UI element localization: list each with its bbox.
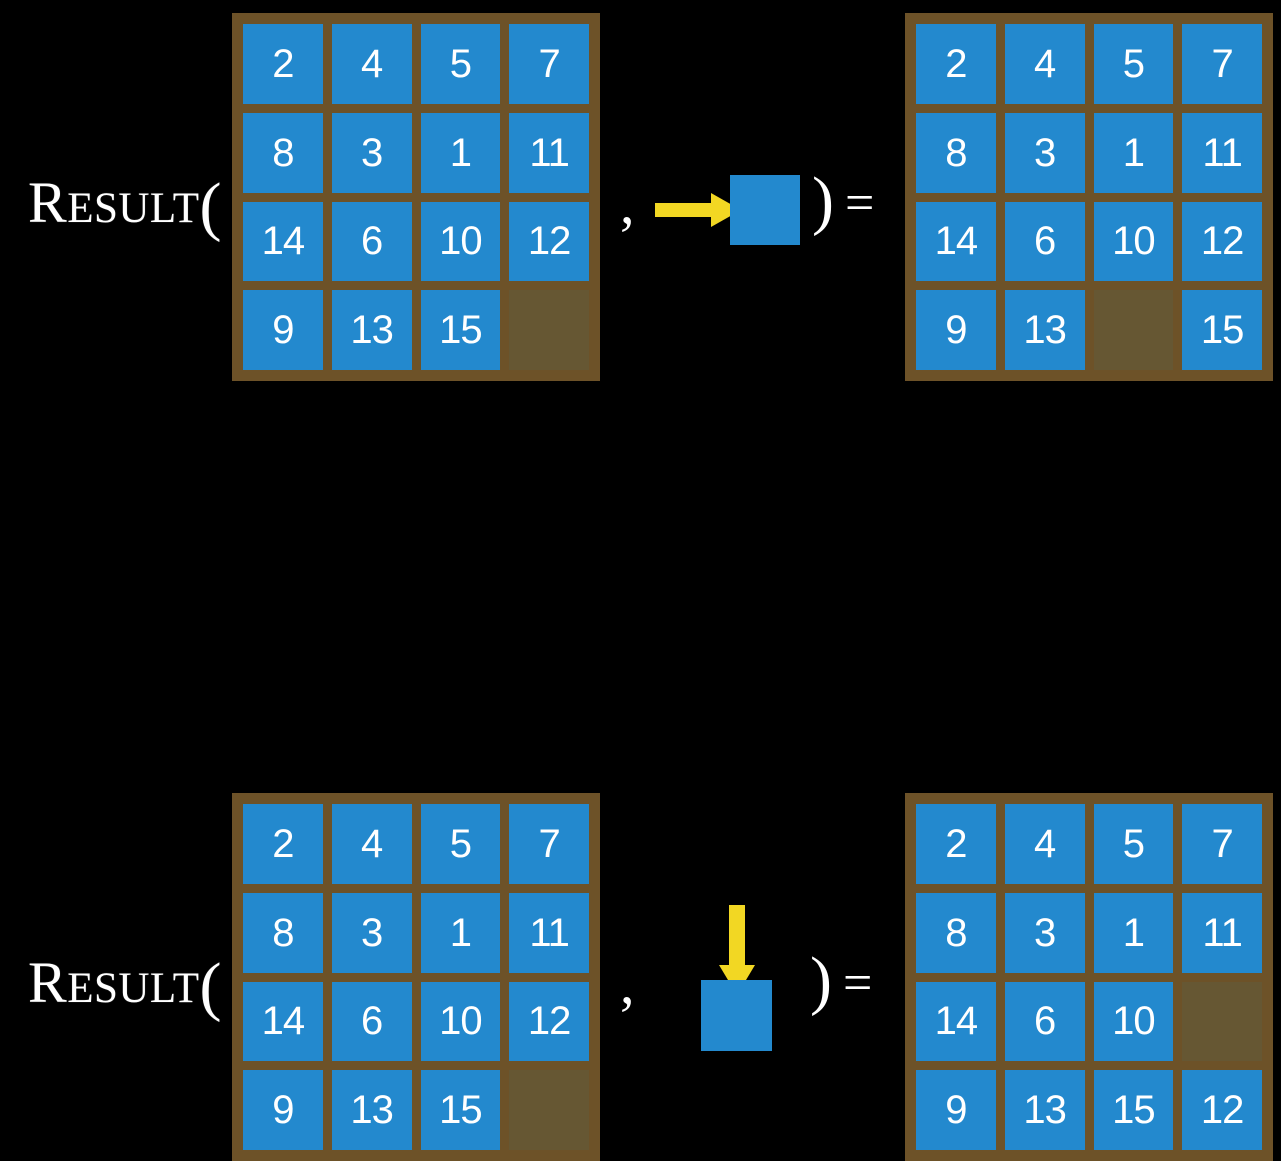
puzzle-grid-output-bottom: 2 4 5 7 8 3 1 11 14 6 10 9 13 15 12 <box>916 804 1262 1150</box>
puzzle-tile[interactable]: 9 <box>243 1070 323 1150</box>
puzzle-tile[interactable]: 9 <box>243 290 323 370</box>
puzzle-tile[interactable]: 12 <box>1182 201 1262 282</box>
puzzle-tile-empty[interactable] <box>509 290 589 370</box>
puzzle-tile[interactable]: 5 <box>420 804 501 884</box>
puzzle-tile[interactable]: 13 <box>1004 290 1085 370</box>
puzzle-grid-output-top: 2 4 5 7 8 3 1 11 14 6 10 12 9 13 15 <box>916 24 1262 370</box>
puzzle-tile[interactable]: 11 <box>509 112 589 193</box>
equation-row-slide-down: RESULT( 2 4 5 7 8 3 1 11 14 6 10 12 9 13… <box>0 390 1281 1161</box>
puzzle-tile[interactable]: 3 <box>331 892 412 973</box>
move-operand-square-bottom[interactable] <box>701 980 772 1051</box>
puzzle-tile[interactable]: 8 <box>916 112 996 193</box>
result-label-cap-bottom: R <box>28 950 68 1015</box>
puzzle-board-input-bottom: 2 4 5 7 8 3 1 11 14 6 10 12 9 13 15 <box>232 793 600 1161</box>
puzzle-tile[interactable]: 12 <box>509 981 589 1062</box>
puzzle-tile[interactable]: 10 <box>420 981 501 1062</box>
puzzle-tile[interactable]: 5 <box>420 24 501 104</box>
puzzle-tile[interactable]: 4 <box>1004 24 1085 104</box>
puzzle-tile[interactable]: 8 <box>243 112 323 193</box>
puzzle-tile[interactable]: 7 <box>509 804 589 884</box>
result-label-smallcaps-top: ESULT <box>67 185 200 232</box>
puzzle-grid-input-bottom: 2 4 5 7 8 3 1 11 14 6 10 12 9 13 15 <box>243 804 589 1150</box>
puzzle-tile[interactable]: 5 <box>1093 24 1174 104</box>
puzzle-tile[interactable]: 13 <box>331 290 412 370</box>
equation-row-slide-right: RESULT( 2 4 5 7 8 3 1 11 14 6 10 12 9 13… <box>0 0 1281 390</box>
puzzle-tile[interactable]: 11 <box>1182 892 1262 973</box>
open-paren-bottom: ( <box>199 950 222 1023</box>
puzzle-tile[interactable]: 5 <box>1093 804 1174 884</box>
close-paren-top: ) <box>812 164 834 237</box>
puzzle-tile[interactable]: 3 <box>331 112 412 193</box>
puzzle-tile[interactable]: 2 <box>916 24 996 104</box>
puzzle-tile[interactable]: 7 <box>1182 24 1262 104</box>
puzzle-tile[interactable]: 15 <box>1093 1070 1174 1150</box>
puzzle-tile[interactable]: 10 <box>1093 981 1174 1062</box>
puzzle-tile[interactable]: 2 <box>243 804 323 884</box>
puzzle-tile[interactable]: 8 <box>916 892 996 973</box>
puzzle-tile[interactable]: 1 <box>1093 112 1174 193</box>
result-function-label-top: RESULT( <box>28 168 222 240</box>
puzzle-tile[interactable]: 14 <box>916 201 996 282</box>
puzzle-grid-input-top: 2 4 5 7 8 3 1 11 14 6 10 12 9 13 15 <box>243 24 589 370</box>
puzzle-tile[interactable]: 14 <box>243 981 323 1062</box>
puzzle-tile[interactable]: 7 <box>1182 804 1262 884</box>
puzzle-tile[interactable]: 9 <box>916 290 996 370</box>
argument-separator-comma-top: , <box>620 171 635 236</box>
puzzle-board-output-top: 2 4 5 7 8 3 1 11 14 6 10 12 9 13 15 <box>905 13 1273 381</box>
arrow-right-icon <box>655 193 741 227</box>
puzzle-tile[interactable]: 6 <box>331 201 412 282</box>
puzzle-tile[interactable]: 1 <box>420 892 501 973</box>
puzzle-board-output-bottom: 2 4 5 7 8 3 1 11 14 6 10 9 13 15 12 <box>905 793 1273 1161</box>
puzzle-board-input-top: 2 4 5 7 8 3 1 11 14 6 10 12 9 13 15 <box>232 13 600 381</box>
puzzle-tile[interactable]: 3 <box>1004 892 1085 973</box>
result-label-cap-top: R <box>28 170 68 235</box>
puzzle-tile[interactable]: 12 <box>509 201 589 282</box>
puzzle-tile[interactable]: 11 <box>1182 112 1262 193</box>
puzzle-tile[interactable]: 7 <box>509 24 589 104</box>
result-function-label-bottom: RESULT( <box>28 948 222 1020</box>
result-label-smallcaps-bottom: ESULT <box>67 965 200 1012</box>
puzzle-tile[interactable]: 9 <box>916 1070 996 1150</box>
puzzle-tile[interactable]: 15 <box>1182 290 1262 370</box>
puzzle-tile[interactable]: 15 <box>420 290 501 370</box>
equals-sign-top: = <box>845 175 875 232</box>
puzzle-tile[interactable]: 8 <box>243 892 323 973</box>
puzzle-tile[interactable]: 4 <box>331 24 412 104</box>
puzzle-tile-empty[interactable] <box>1093 290 1174 370</box>
puzzle-tile[interactable]: 6 <box>1004 201 1085 282</box>
puzzle-tile-empty[interactable] <box>1182 981 1262 1062</box>
puzzle-tile[interactable]: 3 <box>1004 112 1085 193</box>
puzzle-tile[interactable]: 4 <box>1004 804 1085 884</box>
puzzle-tile[interactable]: 6 <box>1004 981 1085 1062</box>
puzzle-tile[interactable]: 13 <box>1004 1070 1085 1150</box>
puzzle-tile[interactable]: 2 <box>916 804 996 884</box>
puzzle-tile[interactable]: 13 <box>331 1070 412 1150</box>
argument-separator-comma-bottom: , <box>620 951 635 1016</box>
puzzle-tile-empty[interactable] <box>509 1070 589 1150</box>
puzzle-tile[interactable]: 4 <box>331 804 412 884</box>
equals-sign-bottom: = <box>843 955 873 1012</box>
puzzle-tile[interactable]: 15 <box>420 1070 501 1150</box>
open-paren-top: ( <box>199 170 222 243</box>
puzzle-tile[interactable]: 11 <box>509 892 589 973</box>
puzzle-tile[interactable]: 12 <box>1182 1070 1262 1150</box>
puzzle-tile[interactable]: 1 <box>420 112 501 193</box>
puzzle-tile[interactable]: 14 <box>243 201 323 282</box>
puzzle-tile[interactable]: 10 <box>1093 201 1174 282</box>
puzzle-tile[interactable]: 14 <box>916 981 996 1062</box>
close-paren-bottom: ) <box>810 944 832 1017</box>
puzzle-tile[interactable]: 6 <box>331 981 412 1062</box>
puzzle-tile[interactable]: 1 <box>1093 892 1174 973</box>
move-operand-square-top[interactable] <box>730 175 800 245</box>
puzzle-tile[interactable]: 2 <box>243 24 323 104</box>
puzzle-tile[interactable]: 10 <box>420 201 501 282</box>
